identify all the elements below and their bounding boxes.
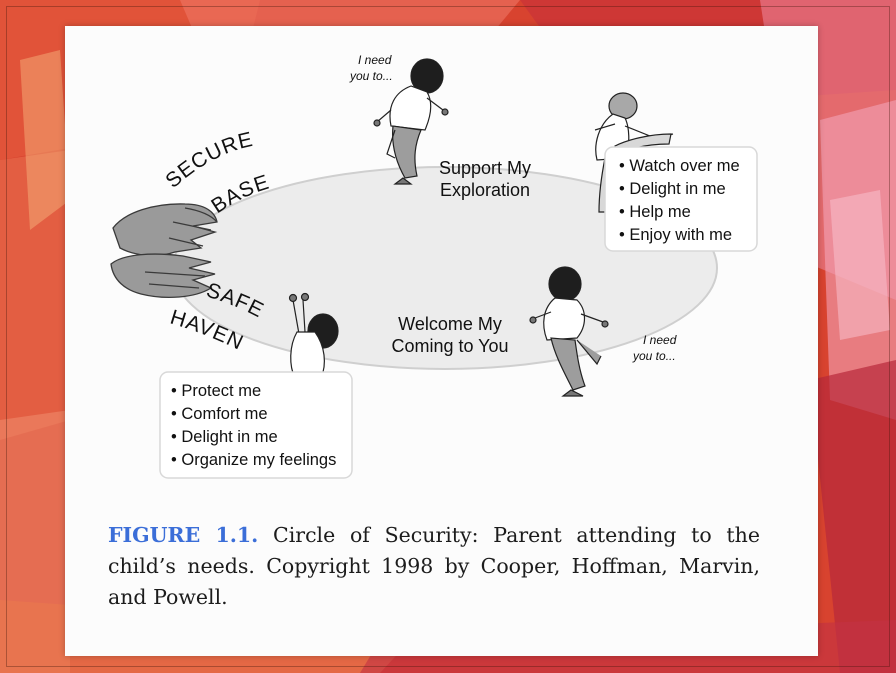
haven-need-2: • Comfort me	[171, 405, 268, 423]
figure-label: FIGURE 1.1.	[108, 523, 259, 547]
need-right-line1: I need	[643, 333, 677, 347]
caption-text: Circle of Security: Parent attending to …	[108, 523, 760, 609]
haven-need-4: • Organize my feelings	[171, 451, 336, 469]
welcome-label-line2: Coming to You	[391, 336, 508, 356]
haven-need-3: • Delight in me	[171, 428, 278, 446]
support-label-line1: Support My	[439, 158, 531, 178]
need-top-line2: you to...	[349, 69, 393, 83]
need-top-line1: I need	[358, 53, 392, 67]
haven-needs-box	[159, 371, 353, 479]
exploration-need-4: • Enjoy with me	[619, 226, 732, 244]
exploration-needs-box	[604, 146, 758, 252]
figure-caption: FIGURE 1.1. Circle of Security: Parent a…	[108, 520, 760, 613]
book-page: SECURE BASE SAFE HAVEN I need you to... …	[65, 26, 818, 656]
exploration-need-1: • Watch over me	[619, 157, 740, 175]
welcome-label-line1: Welcome My	[398, 314, 502, 334]
circle-of-security-diagram: SECURE BASE SAFE HAVEN I need you to... …	[110, 53, 758, 479]
lower-hand-icon	[110, 253, 216, 298]
need-right-line2: you to...	[632, 349, 676, 363]
exploration-need-2: • Delight in me	[619, 180, 726, 198]
child-returning-icon	[529, 266, 609, 397]
haven-need-1: • Protect me	[171, 382, 261, 400]
upper-hand-icon	[112, 203, 218, 257]
support-label-line2: Exploration	[440, 180, 530, 200]
exploration-need-3: • Help me	[619, 203, 691, 221]
child-top-icon	[373, 58, 449, 185]
